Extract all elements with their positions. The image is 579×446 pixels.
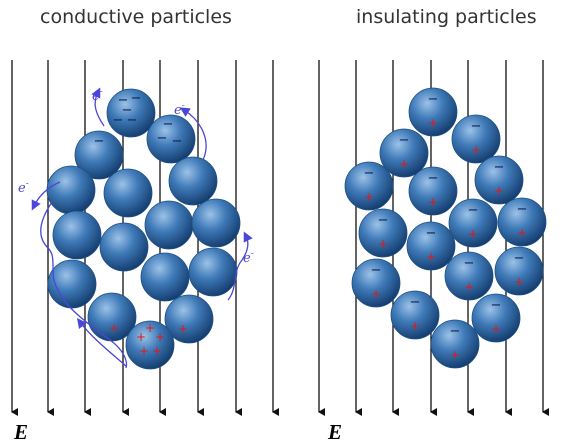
negative-charge: − xyxy=(131,91,142,106)
negative-charge: − xyxy=(471,119,482,134)
negative-charge: − xyxy=(118,93,129,108)
insulating-particle-cluster xyxy=(344,87,547,369)
sphere-particle-icon xyxy=(444,251,494,301)
sphere-particle-icon xyxy=(164,294,214,344)
negative-charge: − xyxy=(464,256,475,271)
sphere-particle-icon xyxy=(408,166,458,216)
negative-charge: − xyxy=(163,117,174,132)
sphere-particle-icon xyxy=(471,293,521,343)
positive-charge: + xyxy=(471,143,481,157)
sphere-particle-icon xyxy=(430,319,480,369)
negative-charge: − xyxy=(491,298,502,313)
electron-label: e- xyxy=(92,87,103,104)
positive-charge: + xyxy=(364,190,374,204)
electron-path-arrow-icon xyxy=(76,318,127,367)
positive-charge: + xyxy=(136,330,146,344)
negative-charge: − xyxy=(364,166,375,181)
sphere-particle-icon xyxy=(140,252,190,302)
negative-charge: − xyxy=(514,251,525,266)
insulating-particles-title: insulating particles xyxy=(356,6,537,28)
electron-label: e- xyxy=(18,179,29,196)
positive-charge: + xyxy=(514,275,524,289)
electron-path-arrow-icon xyxy=(91,87,105,127)
positive-charge: + xyxy=(491,322,501,336)
sphere-particle-icon xyxy=(46,165,96,215)
sphere-particle-icon xyxy=(146,114,196,164)
sphere-particle-icon xyxy=(74,130,124,180)
sphere-particle-icon xyxy=(99,222,149,272)
positive-charge: + xyxy=(468,227,478,241)
sphere-particle-icon xyxy=(351,258,401,308)
positive-charge: + xyxy=(410,319,420,333)
positive-charge: + xyxy=(155,330,165,344)
negative-charge: − xyxy=(450,324,461,339)
electron-paths: e-e-e-e- xyxy=(18,87,254,369)
negative-charge: − xyxy=(468,203,479,218)
sphere-particle-icon xyxy=(191,198,241,248)
charge-markers: −−−−−−−−−+++++++−+−+−+−+−+−+−+−+−+−+−+−+… xyxy=(94,91,528,362)
positive-charge: + xyxy=(378,237,388,251)
negative-charge: − xyxy=(371,263,382,278)
sphere-particle-icon xyxy=(344,161,394,211)
field-label-right: E xyxy=(328,420,343,444)
sphere-particle-icon xyxy=(52,210,102,260)
sphere-particle-icon xyxy=(497,197,547,247)
sphere-particle-icon xyxy=(168,156,218,206)
negative-charge: − xyxy=(113,113,124,128)
negative-charge: − xyxy=(157,131,168,146)
electron-path-arrow-icon xyxy=(40,201,128,369)
negative-charge: − xyxy=(428,92,439,107)
electron-label: e- xyxy=(243,249,254,266)
positive-charge: + xyxy=(426,250,436,264)
positive-charge: + xyxy=(428,195,438,209)
sphere-particle-icon xyxy=(448,198,498,248)
negative-charge: − xyxy=(94,134,105,149)
sphere-particle-icon xyxy=(358,208,408,258)
positive-charge: + xyxy=(517,226,527,240)
sphere-particle-icon xyxy=(379,128,429,178)
negative-charge: − xyxy=(122,103,133,118)
electron-label: e- xyxy=(174,101,185,118)
positive-charge: + xyxy=(450,348,460,362)
electron-path-arrow-icon xyxy=(31,181,61,211)
sphere-particle-icon xyxy=(406,221,456,271)
negative-charge: − xyxy=(127,113,138,128)
positive-charge: + xyxy=(464,280,474,294)
positive-charge: + xyxy=(152,344,162,358)
sphere-particle-icon xyxy=(390,290,440,340)
negative-charge: − xyxy=(428,171,439,186)
sphere-particle-icon xyxy=(47,259,97,309)
sphere-particle-icon xyxy=(188,247,238,297)
negative-charge: − xyxy=(378,213,389,228)
sphere-particle-icon xyxy=(451,114,501,164)
negative-charge: − xyxy=(494,160,505,175)
positive-charge: + xyxy=(371,287,381,301)
sphere-particle-icon xyxy=(494,246,544,296)
electron-path-arrow-icon xyxy=(179,107,207,161)
negative-charge: − xyxy=(426,226,437,241)
sphere-particle-icon xyxy=(125,320,175,370)
negative-charge: − xyxy=(517,202,528,217)
sphere-particle-icon xyxy=(106,88,156,138)
negative-charge: − xyxy=(410,295,421,310)
negative-charge: − xyxy=(399,133,410,148)
sphere-particle-icon xyxy=(474,155,524,205)
positive-charge: + xyxy=(399,157,409,171)
negative-charge: − xyxy=(172,134,183,149)
field-label-left: E xyxy=(14,420,29,444)
sphere-particle-icon xyxy=(144,200,194,250)
positive-charge: + xyxy=(145,321,155,335)
sphere-particle-icon xyxy=(103,168,153,218)
positive-charge: + xyxy=(428,116,438,130)
positive-charge: + xyxy=(178,322,188,336)
positive-charge: + xyxy=(139,344,149,358)
electron-path-arrow-icon xyxy=(227,231,253,301)
positive-charge: + xyxy=(494,184,504,198)
conductive-particles-title: conductive particles xyxy=(40,6,232,28)
positive-charge: + xyxy=(109,321,119,335)
sphere-particle-icon xyxy=(408,87,458,137)
conductive-particle-cluster xyxy=(46,88,241,370)
